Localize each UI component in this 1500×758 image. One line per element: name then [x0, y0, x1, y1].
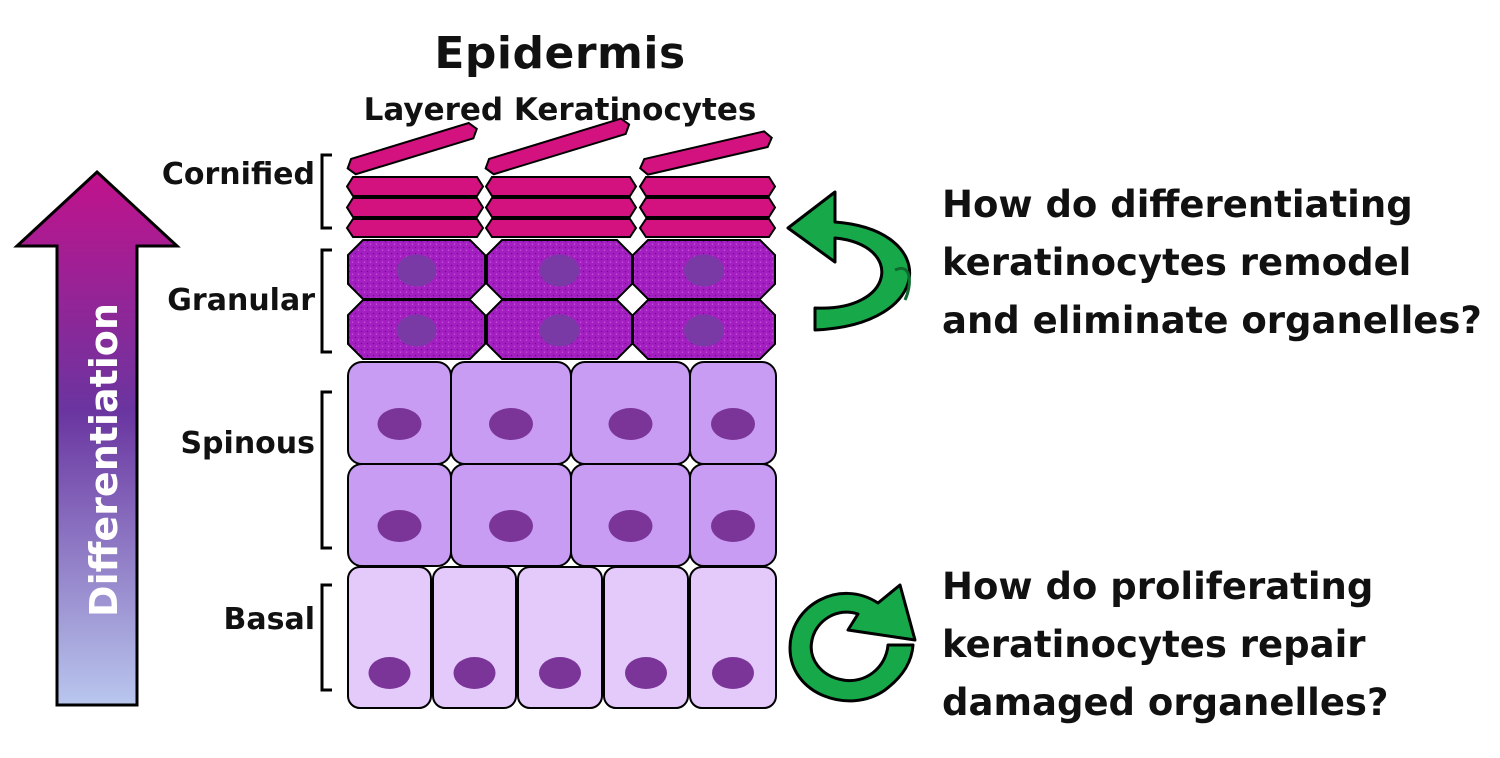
bracket-cornified — [320, 153, 332, 230]
cornified-cell — [345, 218, 485, 238]
nucleus — [712, 657, 754, 689]
nucleus — [539, 314, 580, 347]
cornified-flake — [484, 117, 631, 176]
granular-layer — [347, 239, 776, 360]
basal-cell — [603, 566, 689, 709]
question-line: keratinocytes repair — [942, 623, 1366, 666]
nucleus — [489, 510, 533, 542]
page-title: Epidermis — [434, 28, 686, 79]
cornified-cell — [484, 197, 638, 218]
basal-cell — [689, 566, 777, 709]
differentiation-arrow — [13, 169, 181, 707]
nucleus — [539, 254, 580, 287]
bracket-granular — [320, 248, 332, 354]
nucleus — [684, 254, 724, 287]
nucleus — [684, 314, 724, 347]
page-subtitle: Layered Keratinocytes — [363, 92, 757, 128]
question-line: How do differentiating — [942, 183, 1413, 226]
cornified-cell — [638, 176, 777, 197]
layer-label-basal: Basal — [223, 602, 316, 637]
question-line: keratinocytes remodel — [942, 241, 1412, 284]
basal-cell — [517, 566, 603, 709]
nucleus — [377, 408, 422, 440]
nucleus — [608, 408, 653, 440]
repair-cycle-arrow-icon — [788, 583, 917, 703]
cornified-cell — [345, 197, 485, 218]
cornified-flake — [346, 121, 478, 176]
cornified-layer — [345, 117, 777, 238]
layer-label-spinous: Spinous — [180, 426, 315, 461]
nucleus — [625, 657, 667, 689]
nucleus — [396, 314, 437, 347]
bracket-basal — [320, 583, 332, 692]
layer-label-granular: Granular — [167, 283, 315, 318]
question-proliferating: How do proliferating keratinocytes repai… — [942, 558, 1492, 732]
cornified-flake — [638, 130, 773, 176]
cornified-cell — [484, 176, 638, 197]
cornified-cell — [345, 176, 485, 197]
layer-label-cornified: Cornified — [161, 157, 315, 192]
cornified-cell — [638, 197, 777, 218]
layer-brackets — [320, 153, 332, 692]
nucleus — [711, 408, 755, 440]
cornified-cell — [638, 218, 777, 238]
nucleus — [396, 254, 437, 287]
remodel-arrow-icon — [786, 190, 911, 332]
question-line: damaged organelles? — [942, 681, 1389, 724]
nucleus — [453, 657, 496, 689]
question-differentiating: How do differentiating keratinocytes rem… — [942, 176, 1492, 350]
nucleus — [368, 657, 411, 689]
nucleus — [489, 408, 533, 440]
differentiation-label: Differentiation — [82, 303, 126, 617]
cornified-cell — [484, 218, 638, 238]
nucleus — [608, 510, 653, 542]
question-line: How do proliferating — [942, 565, 1374, 608]
bracket-spinous — [320, 390, 332, 550]
nucleus — [539, 657, 581, 689]
question-line: and eliminate organelles? — [942, 299, 1482, 342]
basal-layer — [347, 566, 777, 709]
nucleus — [711, 510, 755, 542]
spinous-layer — [347, 361, 777, 567]
nucleus — [377, 510, 422, 542]
